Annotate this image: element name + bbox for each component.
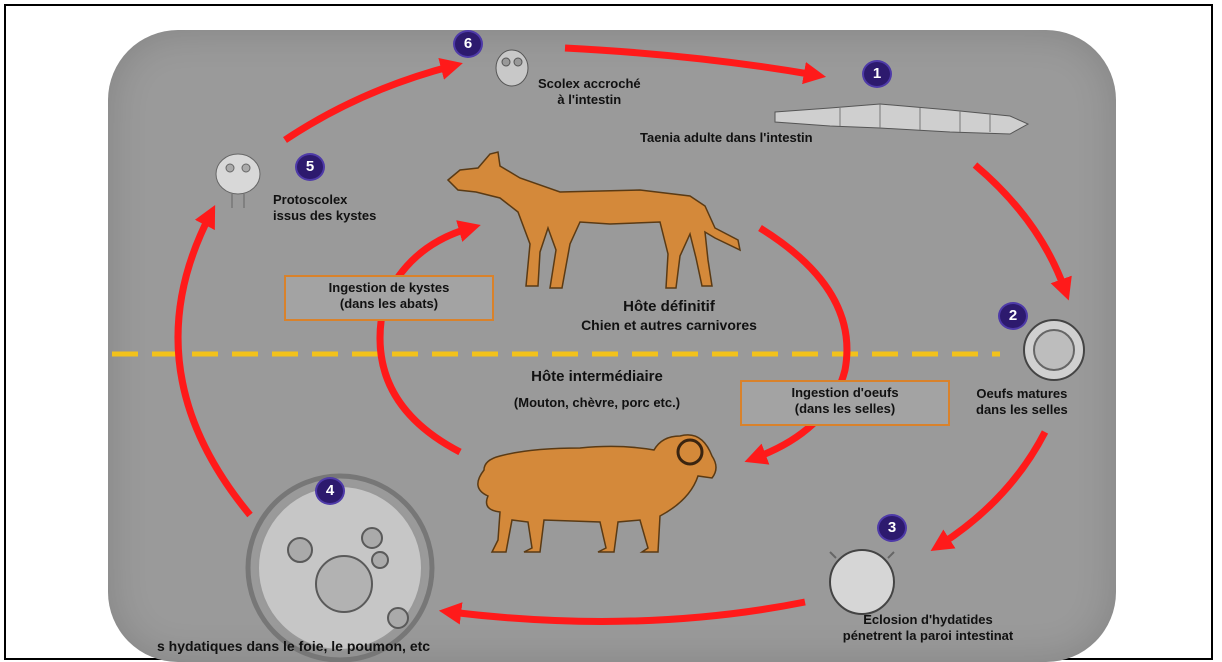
cyst-ingestion-box: Ingestion de kystes (dans les abats) — [284, 275, 494, 321]
arrow-2-to-3 — [940, 432, 1045, 545]
arrow-3-to-4 — [450, 602, 805, 621]
egg-ingestion-box: Ingestion d'oeufs (dans les selles) — [740, 380, 950, 426]
arrow-6-to-1 — [565, 48, 815, 75]
stage-3-label: Eclosion d'hydatides pénetrent la paroi … — [828, 612, 1028, 644]
arrow-sheep-to-dog — [380, 228, 470, 452]
dog-illustration — [448, 152, 740, 288]
stage-2-badge: 2 — [998, 302, 1028, 330]
stage-1-badge: 1 — [862, 60, 892, 88]
stage-5-badge: 5 — [295, 153, 325, 181]
arrow-1-to-2 — [975, 165, 1065, 290]
stage-2-label: Oeufs matures dans les selles — [976, 386, 1068, 418]
sheep-illustration — [478, 435, 716, 552]
intermediate-host-label: Hôte intermédiaire (Mouton, chèvre, porc… — [432, 368, 762, 412]
scolex-illustration — [496, 50, 528, 86]
oncosphere-illustration — [830, 550, 894, 614]
stage-4-badge: 4 — [315, 477, 345, 505]
stage-3-badge: 3 — [877, 514, 907, 542]
stage-6-badge: 6 — [453, 30, 483, 58]
stage-6-label: Scolex accroché à l'intestin — [538, 76, 641, 108]
protoscolex-illustration — [216, 154, 260, 208]
stage-1-label: Taenia adulte dans l'intestin — [640, 130, 813, 146]
egg-illustration — [1024, 320, 1084, 380]
definitive-host-label: Hôte définitif Chien et autres carnivore… — [504, 298, 834, 334]
arrow-5-to-6 — [285, 66, 452, 140]
hydatid-cyst-illustration — [248, 476, 432, 660]
stage-5-label: Protoscolex issus des kystes — [273, 192, 376, 224]
arrow-4-to-5 — [178, 215, 250, 515]
stage-4-label: s hydatiques dans le foie, le poumon, et… — [157, 638, 430, 654]
